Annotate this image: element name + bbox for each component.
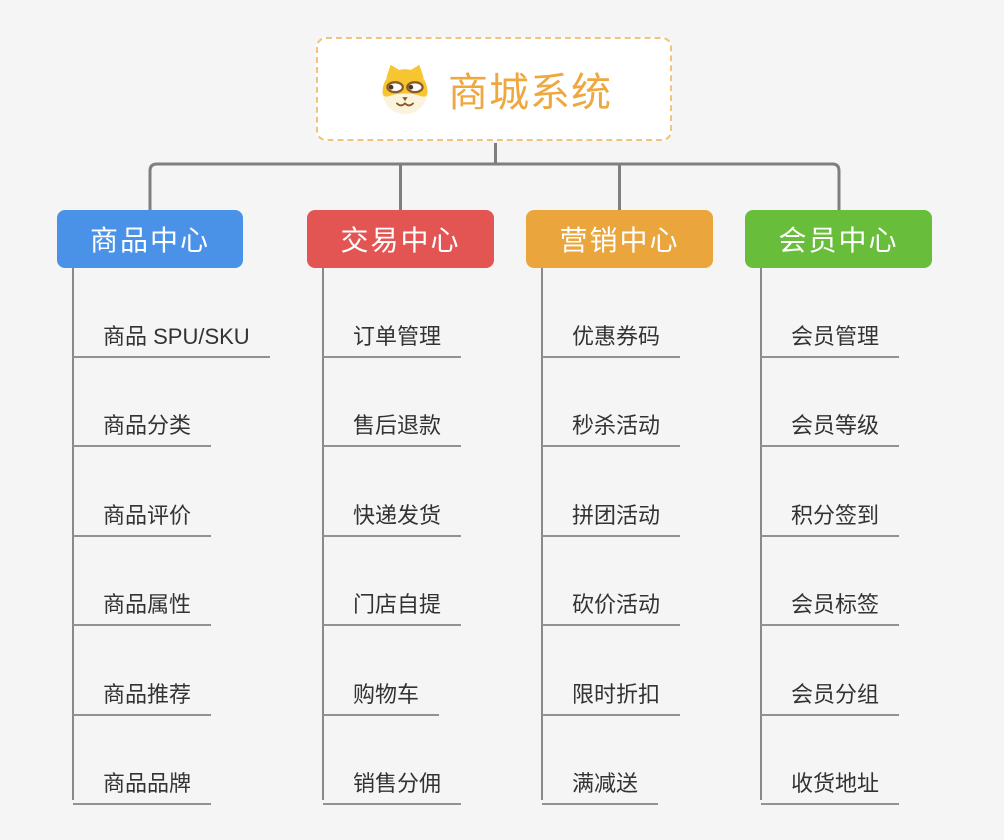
topic-item[interactable]: 会员分组 [761, 673, 900, 716]
topic-item[interactable]: 限时折扣 [542, 673, 681, 716]
root-topic[interactable]: 商城系统 [316, 37, 672, 141]
branch-header-trade-center[interactable]: 交易中心 [307, 210, 494, 268]
topic-item[interactable]: 积分签到 [761, 494, 900, 537]
topic-item[interactable]: 商品属性 [73, 583, 212, 626]
branch-header-product-center[interactable]: 商品中心 [57, 210, 243, 268]
topic-item[interactable]: 购物车 [323, 673, 440, 716]
topic-item[interactable]: 满减送 [542, 762, 659, 805]
topic-item[interactable]: 商品分类 [73, 404, 212, 447]
topic-item[interactable]: 会员标签 [761, 583, 900, 626]
topic-item[interactable]: 优惠券码 [542, 315, 681, 358]
topic-item[interactable]: 门店自提 [323, 583, 462, 626]
topic-item[interactable]: 收货地址 [761, 762, 900, 805]
topic-item[interactable]: 砍价活动 [542, 583, 681, 626]
topic-item[interactable]: 会员等级 [761, 404, 900, 447]
topic-item[interactable]: 拼团活动 [542, 494, 681, 537]
branch-trunk-line [760, 268, 762, 800]
topic-item[interactable]: 订单管理 [323, 315, 462, 358]
topic-item[interactable]: 会员管理 [761, 315, 900, 358]
topic-item[interactable]: 商品推荐 [73, 673, 212, 716]
branch-header-marketing-center[interactable]: 营销中心 [526, 210, 713, 268]
topic-item[interactable]: 商品评价 [73, 494, 212, 537]
branch-header-member-center[interactable]: 会员中心 [745, 210, 932, 268]
root-topic-title: 商城系统 [448, 71, 612, 115]
branch-trunk-line [72, 268, 74, 800]
topic-item[interactable]: 售后退款 [323, 404, 462, 447]
topic-item[interactable]: 快递发货 [323, 494, 462, 537]
branch-trunk-line [541, 268, 543, 800]
branch-trunk-line [322, 268, 324, 800]
topic-item[interactable]: 销售分佣 [323, 762, 462, 805]
shiba-dog-icon [382, 64, 428, 115]
topic-item[interactable]: 商品 SPU/SKU [73, 315, 270, 358]
topic-item[interactable]: 商品品牌 [73, 762, 212, 805]
topic-item[interactable]: 秒杀活动 [542, 404, 681, 447]
